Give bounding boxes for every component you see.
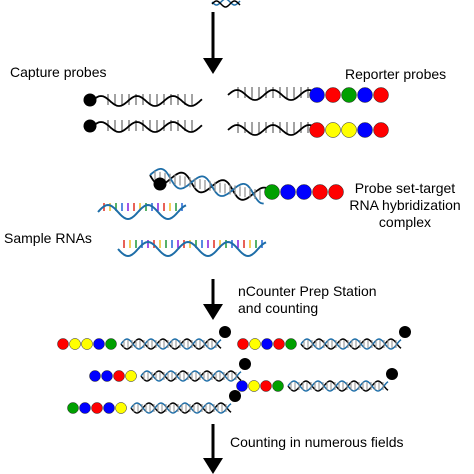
counted-code-bead-red xyxy=(57,338,69,350)
complex-code-bead-blue xyxy=(280,184,296,200)
biotin-cap xyxy=(219,326,231,338)
counted-code-bead-yellow xyxy=(81,338,93,350)
counted-complex-5 xyxy=(67,390,241,414)
probe-strand xyxy=(227,124,315,136)
reporter-probes-label: Reporter probes xyxy=(345,66,447,82)
hybridization-complex-label: Probe set-target RNA hybridization compl… xyxy=(342,180,468,231)
counted-code-bead-red xyxy=(273,338,285,350)
hybridization-label-line-2: RNA hybridization xyxy=(349,197,461,213)
probe-strand xyxy=(227,89,315,101)
reporter-code-bead-yellow xyxy=(325,122,341,138)
reporter-code-bead-blue xyxy=(357,87,373,103)
step-arrow-1 xyxy=(203,12,223,74)
biotin-cap xyxy=(386,368,398,380)
counted-code-bead-yellow xyxy=(69,338,81,350)
counted-complex-2 xyxy=(237,326,411,350)
reporter-code-bead-blue xyxy=(309,87,325,103)
capture-probe-2 xyxy=(83,119,203,133)
counted-code-bead-red xyxy=(260,380,272,392)
complex-code-bead-red xyxy=(312,184,328,200)
sample-rna-1 xyxy=(97,203,187,221)
counted-code-bead-green xyxy=(105,338,117,350)
capture-probes-label: Capture probes xyxy=(10,64,107,80)
reporter-code-bead-red xyxy=(373,122,389,138)
counting-fields-label: Counting in numerous fields xyxy=(230,434,404,450)
sample-rnas-label: Sample RNAs xyxy=(4,230,92,246)
biotin-cap xyxy=(229,390,241,402)
biotin-cap xyxy=(153,177,167,191)
counted-code-bead-blue xyxy=(103,402,115,414)
arrow-head xyxy=(203,458,223,474)
counted-code-bead-green xyxy=(285,338,297,350)
reporter-code-bead-red xyxy=(309,122,325,138)
complex-code-bead-green xyxy=(264,184,280,200)
counted-complex-3 xyxy=(89,358,251,382)
counted-code-bead-yellow xyxy=(249,338,261,350)
biotin-cap xyxy=(83,93,97,107)
counted-complex-4 xyxy=(236,368,398,392)
complex-code-bead-blue xyxy=(296,184,312,200)
rna-strand xyxy=(97,203,187,221)
reporter-code-bead-red xyxy=(373,87,389,103)
counted-code-bead-blue xyxy=(93,338,105,350)
biotin-cap xyxy=(239,358,251,370)
rna-strand xyxy=(117,240,267,258)
hybridization-label-line-1: Probe set-target xyxy=(354,180,456,196)
reporter-probe-2 xyxy=(227,122,389,138)
counted-code-bead-yellow xyxy=(248,380,260,392)
counted-code-bead-red xyxy=(237,338,249,350)
counted-code-bead-blue xyxy=(101,370,113,382)
counted-code-bead-blue xyxy=(89,370,101,382)
prep-station-label-line-2: and counting xyxy=(238,300,319,316)
reporter-code-bead-green xyxy=(341,87,357,103)
top-rna-fragment xyxy=(211,0,241,6)
arrow-head xyxy=(203,304,223,320)
sample-rna-2 xyxy=(117,240,267,258)
counted-code-bead-green xyxy=(272,380,284,392)
prep-station-label-line-1: nCounter Prep Station xyxy=(238,283,377,299)
hybridization-complex xyxy=(149,168,344,205)
reporter-probe-1 xyxy=(227,87,389,103)
counted-code-bead-blue xyxy=(79,402,91,414)
counted-code-bead-yellow xyxy=(125,370,137,382)
probe-strand xyxy=(91,95,203,107)
step-arrow-3 xyxy=(203,424,223,474)
counted-complex-1 xyxy=(57,326,231,350)
counted-code-bead-red xyxy=(113,370,125,382)
hybridization-label-line-3: complex xyxy=(378,214,432,230)
reporter-code-bead-blue xyxy=(357,122,373,138)
counted-code-bead-green xyxy=(67,402,79,414)
biotin-cap xyxy=(399,326,411,338)
probe-strand xyxy=(149,171,267,201)
top-probe-fragment xyxy=(211,0,241,8)
prep-station-label: nCounter Prep Station and counting xyxy=(238,283,377,317)
probe-strand xyxy=(91,121,203,133)
reporter-code-bead-yellow xyxy=(341,122,357,138)
arrow-head xyxy=(203,58,223,74)
counted-code-bead-red xyxy=(91,402,103,414)
counted-code-bead-blue xyxy=(236,380,248,392)
reporter-code-bead-red xyxy=(325,87,341,103)
counted-code-bead-yellow xyxy=(115,402,127,414)
complex-code-bead-red xyxy=(328,184,344,200)
step-arrow-2 xyxy=(203,279,223,320)
counted-code-bead-blue xyxy=(261,338,273,350)
capture-probe-1 xyxy=(83,93,203,107)
biotin-cap xyxy=(83,119,97,133)
